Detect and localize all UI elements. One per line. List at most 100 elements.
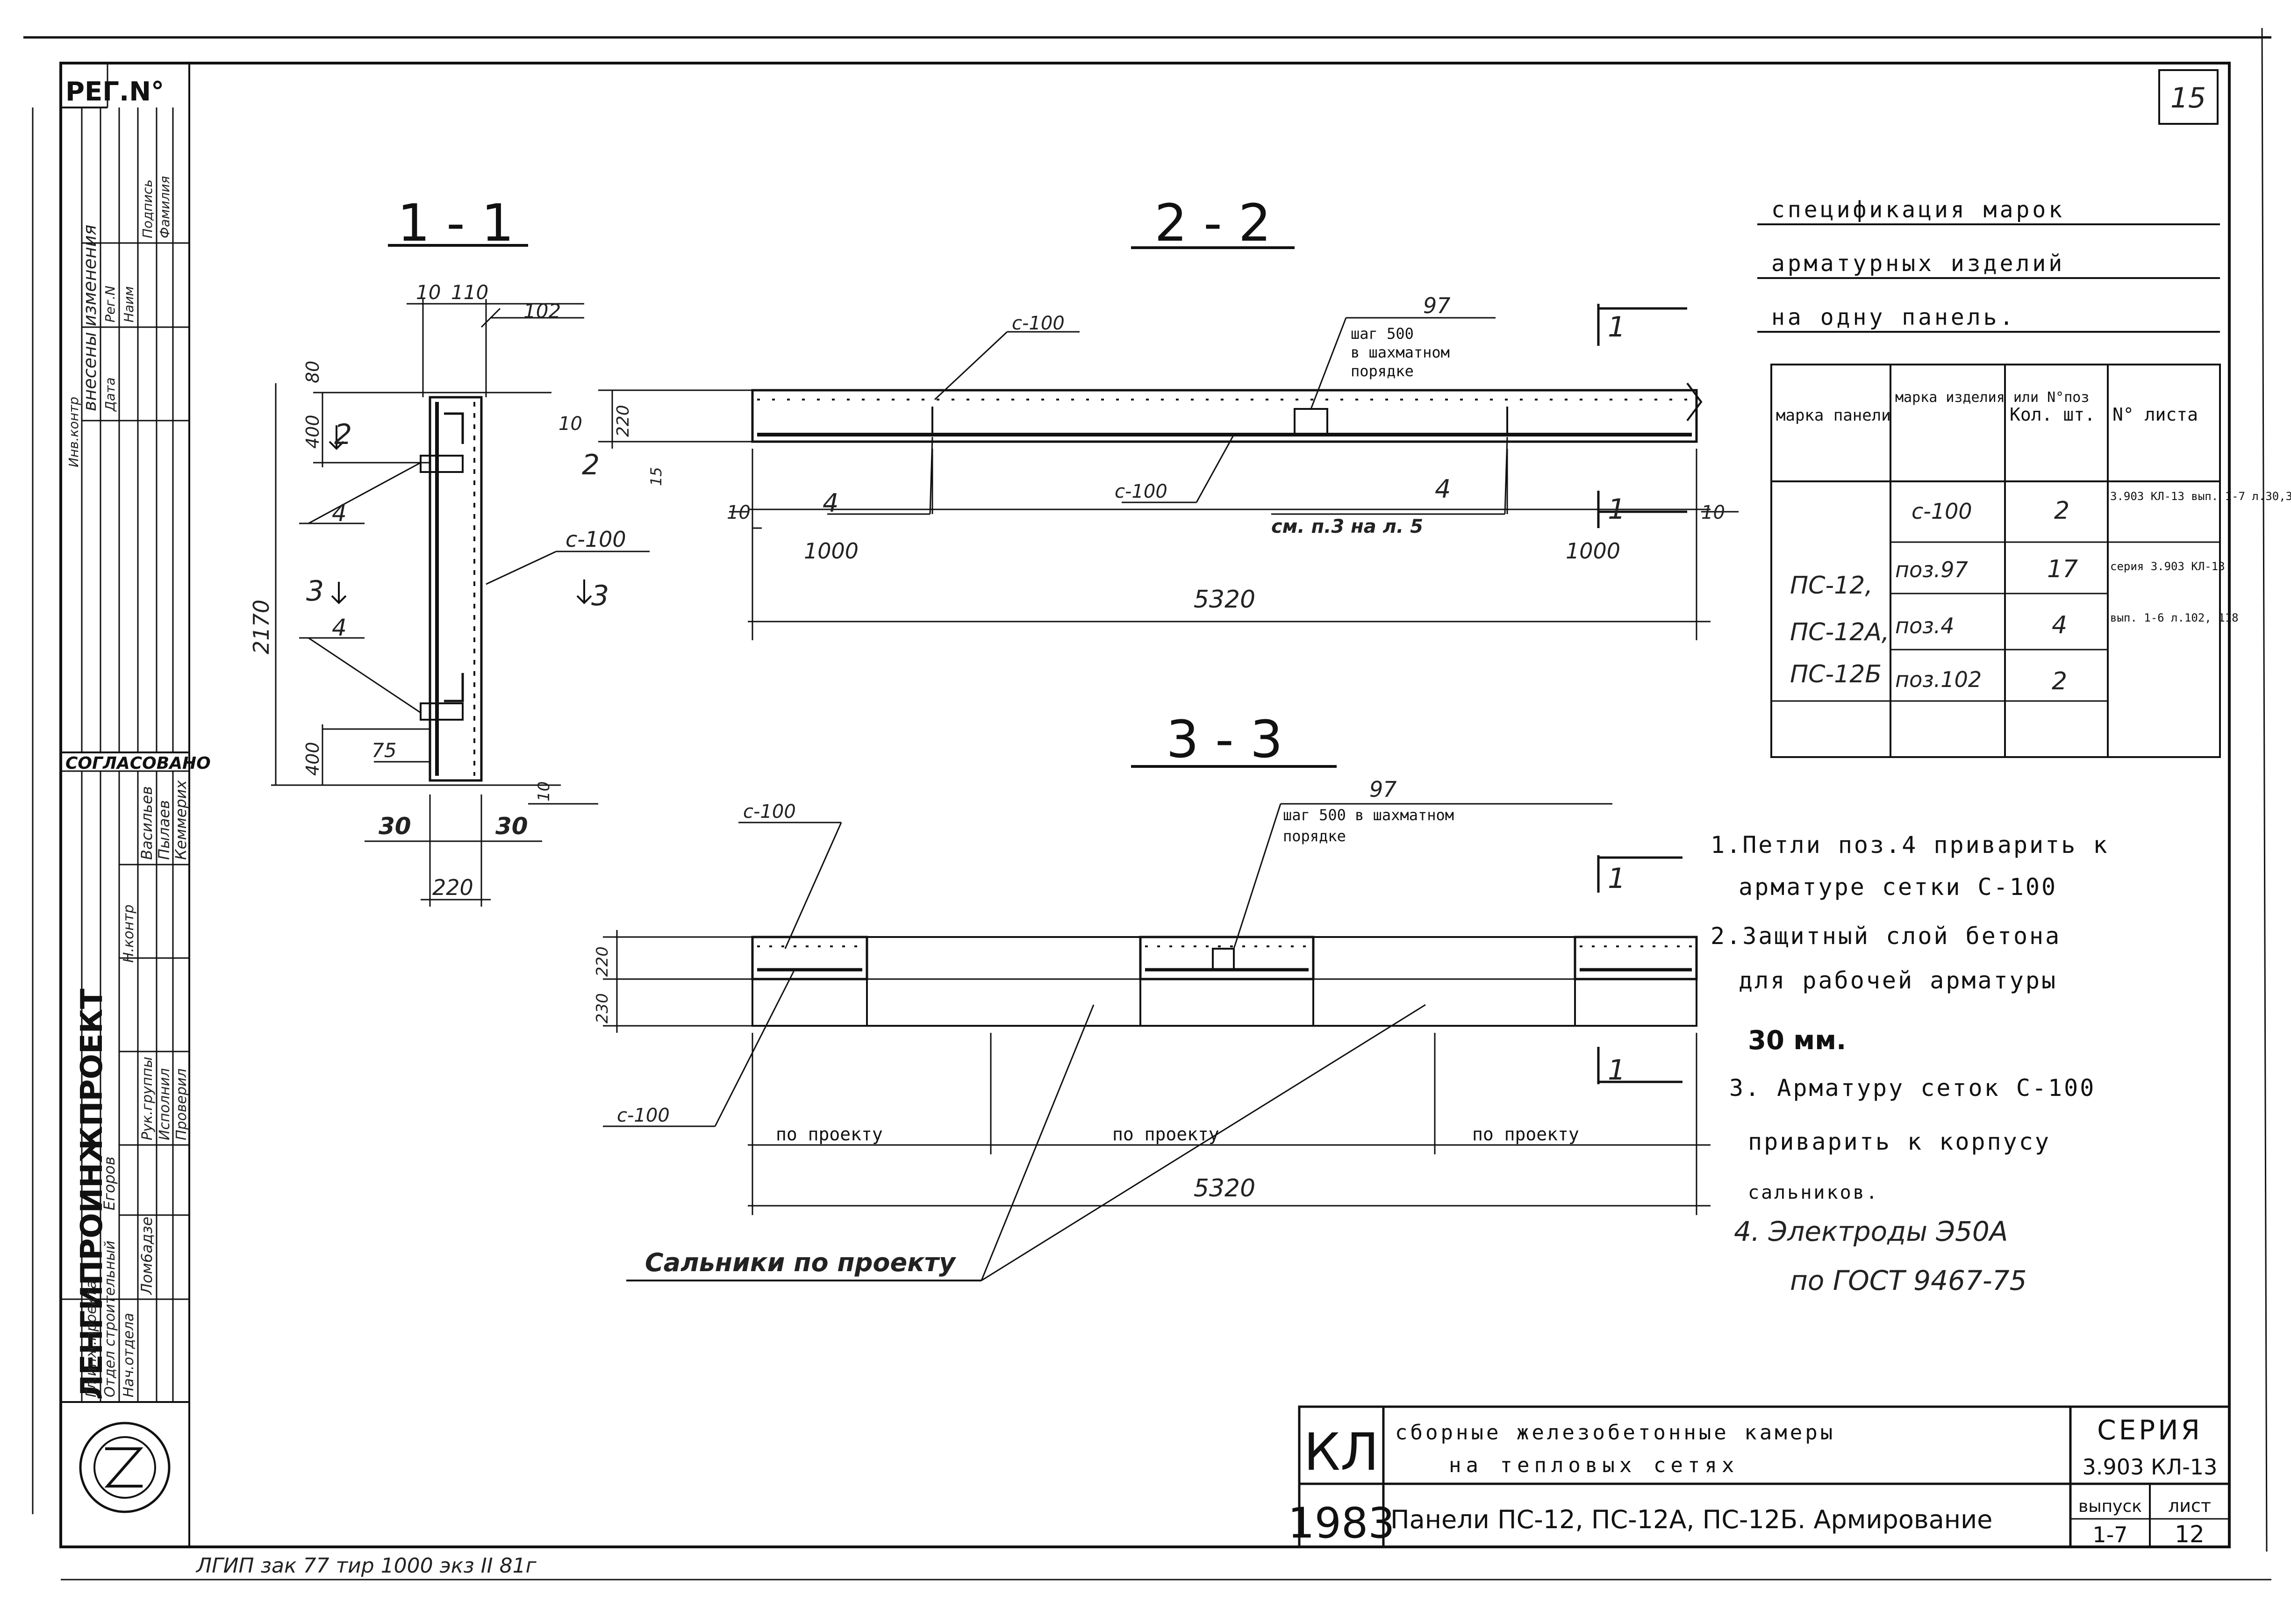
tb-series-label: СЕРИЯ: [2097, 1414, 2203, 1446]
role-department: Отдел строительный: [102, 1241, 118, 1397]
by-project-2: по проекту: [1112, 1124, 1219, 1145]
dim-75: 75: [372, 739, 396, 762]
step-note-3: порядке: [1351, 362, 1414, 380]
note-3b: приварить к корпусу: [1748, 1128, 2051, 1155]
dim-1000-left: 1000: [804, 538, 859, 564]
cut-1-s3-top: 1: [1608, 862, 1625, 895]
dim-15: 15: [647, 467, 665, 486]
spec-panel-1: ПС-12,: [1790, 572, 1873, 600]
tb-sheet: 12: [2175, 1521, 2205, 1548]
spec-row-4-qty: 2: [2052, 667, 2067, 695]
tb-year: 1983: [1288, 1499, 1395, 1548]
spec-row-2-item: поз.97: [1895, 557, 1968, 582]
dim-10-left: 10: [558, 413, 582, 435]
dim-102: 102: [523, 300, 561, 322]
spec-table: [1757, 223, 2221, 758]
tb-code: КЛ: [1304, 1422, 1379, 1482]
spec-row-3-sheet: вып. 1-6 л.102, 118: [2110, 611, 2239, 624]
sheet-number: 15: [2170, 82, 2206, 114]
pos-4-left: 4: [823, 488, 838, 518]
dim-5320-s3: 5320: [1194, 1174, 1255, 1202]
section-3-3: [603, 765, 1711, 1281]
pos-97-s3: 97: [1369, 777, 1397, 802]
spec-title-2: арматурных изделий: [1771, 250, 2065, 277]
spec-row-2-qty: 17: [2047, 555, 2078, 583]
step-note-s3-1: шаг 500 в шахматном: [1283, 806, 1454, 824]
dim-80: 80: [302, 361, 323, 383]
section-1-1-title: 1 - 1: [397, 193, 514, 253]
stamp-col-surname: Фамилия: [157, 176, 172, 238]
section-3-3-title: 3 - 3: [1166, 709, 1283, 769]
mesh-c100-bottom: с-100: [1115, 481, 1167, 502]
by-project-1: по проекту: [776, 1124, 883, 1145]
note-3c: сальников.: [1748, 1182, 1879, 1203]
tb-series: 3.903 КЛ-13: [2083, 1454, 2218, 1480]
sheet-frame: [59, 62, 2231, 1548]
spec-title-3: на одну панель.: [1771, 304, 2016, 330]
role-checker: Проверил: [173, 1068, 190, 1140]
agreed-label: СОГЛАСОВАНО: [65, 754, 211, 773]
dim-10-b: 10: [535, 781, 553, 801]
dim-230-s3: 230: [593, 993, 612, 1023]
note-4a: 4. Электроды Э50А: [1734, 1216, 2008, 1247]
dim-10: 10: [416, 281, 441, 304]
cut-mark-3: 3: [306, 575, 324, 608]
role-group-lead: Рук.группы: [139, 1057, 156, 1140]
pos-4-right: 4: [1435, 474, 1451, 504]
spec-panel-2: ПС-12А,: [1790, 618, 1889, 646]
role-norm-control: Н.контр: [121, 904, 137, 963]
step-note-2: в шахматном: [1351, 343, 1450, 361]
name-kemmerikh: Кеммерих: [172, 780, 190, 860]
tb-title-3: Панели ПС-12, ПС-12А, ПС-12Б. Армировани…: [1390, 1505, 1992, 1534]
cut-1-bottom: 1: [1608, 493, 1625, 526]
spec-row-3-item: поз.4: [1895, 613, 1955, 638]
cut-mark-2-s2: 2: [582, 449, 600, 481]
dim-1000-right: 1000: [1566, 538, 1620, 564]
cut-mark-3b: 3: [591, 579, 609, 612]
section-2-2-title: 2 - 2: [1154, 193, 1271, 253]
name-lombadze: Лом6адзе: [138, 1216, 156, 1295]
stamp-col-date: Дата: [102, 377, 118, 412]
mesh-c100-top: с-100: [1012, 313, 1065, 334]
step-note-1: шаг 500: [1351, 325, 1414, 343]
dim-30-left: 30: [379, 813, 411, 840]
org-logo: [79, 1422, 171, 1513]
note-2b: для рабочей арматуры: [1739, 967, 2057, 994]
name-vasiliev: Васильев: [138, 786, 156, 860]
cut-mark-2: 2: [334, 418, 352, 451]
role-performer: Исполнил: [157, 1068, 173, 1140]
print-note: ЛГИП зак 77 тир 1000 экз II 81г: [195, 1554, 537, 1578]
name-egorov: Егоров: [100, 1157, 118, 1210]
dim-110: 110: [451, 281, 488, 304]
cut-1-s3-bottom: 1: [1608, 1054, 1625, 1087]
dim-10-s2-right: 10: [1701, 502, 1725, 523]
tb-title-2: на тепловых сетях: [1449, 1453, 1739, 1477]
tb-sheet-label: лист: [2168, 1495, 2211, 1516]
spec-row-1-qty: 2: [2054, 497, 2069, 525]
tb-title-1: сборные железобетонные камеры: [1395, 1421, 1835, 1445]
stamp-col-reg: Рег.N: [102, 286, 118, 322]
stamp-col-sign: Подпись: [140, 179, 155, 238]
step-note-s3-2: порядке: [1283, 827, 1346, 845]
section-1-1: [271, 244, 650, 907]
note-2c: 30 мм.: [1748, 1025, 1846, 1056]
stamp-col-inv: Инв.контр: [66, 397, 81, 467]
spec-panel-3: ПС-12Б: [1790, 660, 1882, 688]
dim-400-top: 400: [302, 415, 323, 449]
dim-220-s2: 220: [614, 405, 633, 437]
tb-issue: 1-7: [2092, 1522, 2127, 1547]
title-block: [1298, 1405, 2231, 1548]
mesh-c100-s3-bottom: с-100: [617, 1105, 670, 1126]
spec-title-1: спецификация марок: [1771, 197, 2065, 223]
mesh-c100-label: с-100: [566, 527, 626, 552]
dim-10-s2-left: 10: [727, 502, 751, 523]
glands-label: Сальники по проекту: [645, 1248, 957, 1277]
dim-30-right: 30: [495, 813, 528, 840]
pos-4-top: 4: [332, 500, 347, 527]
spec-header-panel: марка панели: [1776, 406, 1891, 425]
dim-220-s3: 220: [593, 946, 612, 977]
name-pylaev: Пылаев: [155, 800, 173, 860]
dim-5320-s2: 5320: [1194, 586, 1255, 614]
stamp-col-name: Наим: [121, 286, 136, 322]
spec-row-4-item: поз.102: [1895, 667, 1982, 692]
